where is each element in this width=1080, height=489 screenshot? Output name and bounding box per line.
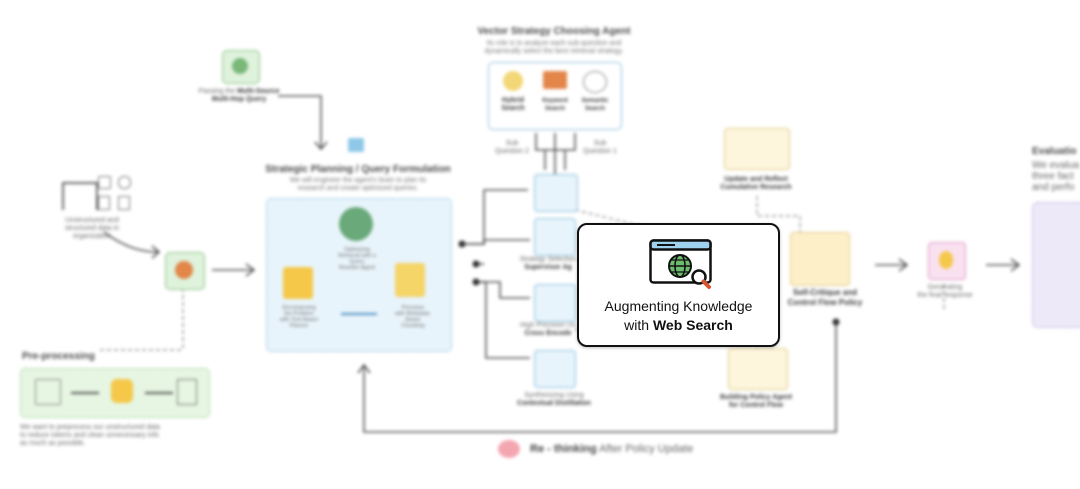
update-reflect-box — [724, 128, 790, 170]
data-sources-caption: Unstructured and structured data in orga… — [64, 217, 120, 240]
doc-icon — [98, 196, 110, 210]
vector-agent-title: Vector Strategy Choosing Agent — [477, 26, 631, 37]
doc-icon — [118, 196, 130, 210]
policy-agent-box — [728, 348, 788, 390]
search-tool-box — [534, 174, 578, 212]
self-critique-box — [790, 232, 850, 286]
cross-encoder-tool-box — [534, 284, 576, 322]
gear-icon-box — [165, 252, 205, 290]
evaluation-title: Evaluatio — [1032, 146, 1077, 157]
preprocessing-desc: We want to preprocess our unstructured d… — [20, 424, 160, 447]
input-caption: Passing the Multi-Source Multi-Hop Query — [198, 88, 280, 103]
vector-agent-subtitle: Its role is to analyze each sub-question… — [484, 40, 624, 55]
building-icon — [62, 182, 98, 210]
calendar-icon — [348, 138, 364, 152]
input-icon-box — [222, 50, 260, 84]
generate-box — [928, 242, 966, 280]
focus-card-line1: Augmenting Knowledge — [604, 298, 753, 314]
preprocessing-box — [20, 368, 210, 418]
supervisor-tool-box — [534, 218, 576, 256]
data-to-gear-line — [103, 231, 159, 253]
database-icon — [118, 176, 131, 189]
input-to-planning-line — [278, 95, 322, 148]
rethink-caption: Re - thinking After Policy Update — [530, 443, 694, 455]
brain-icon — [498, 440, 520, 458]
distillation-tool-box — [534, 350, 576, 388]
evaluation-box — [1032, 202, 1080, 328]
planning-subtitle: We will engineer the agent's brain to pl… — [289, 177, 427, 192]
focus-card-line2: with Web Search — [624, 317, 733, 333]
planning-title: Strategic Planning / Query Formulation — [265, 164, 451, 175]
preprocessing-title: Pre-processing — [22, 351, 95, 362]
browser-globe-search-icon — [649, 239, 715, 296]
web-search-focus-card: Augmenting Knowledge with Web Search — [577, 223, 780, 347]
image-file-icon — [98, 176, 111, 189]
input-arrowhead — [314, 141, 328, 151]
